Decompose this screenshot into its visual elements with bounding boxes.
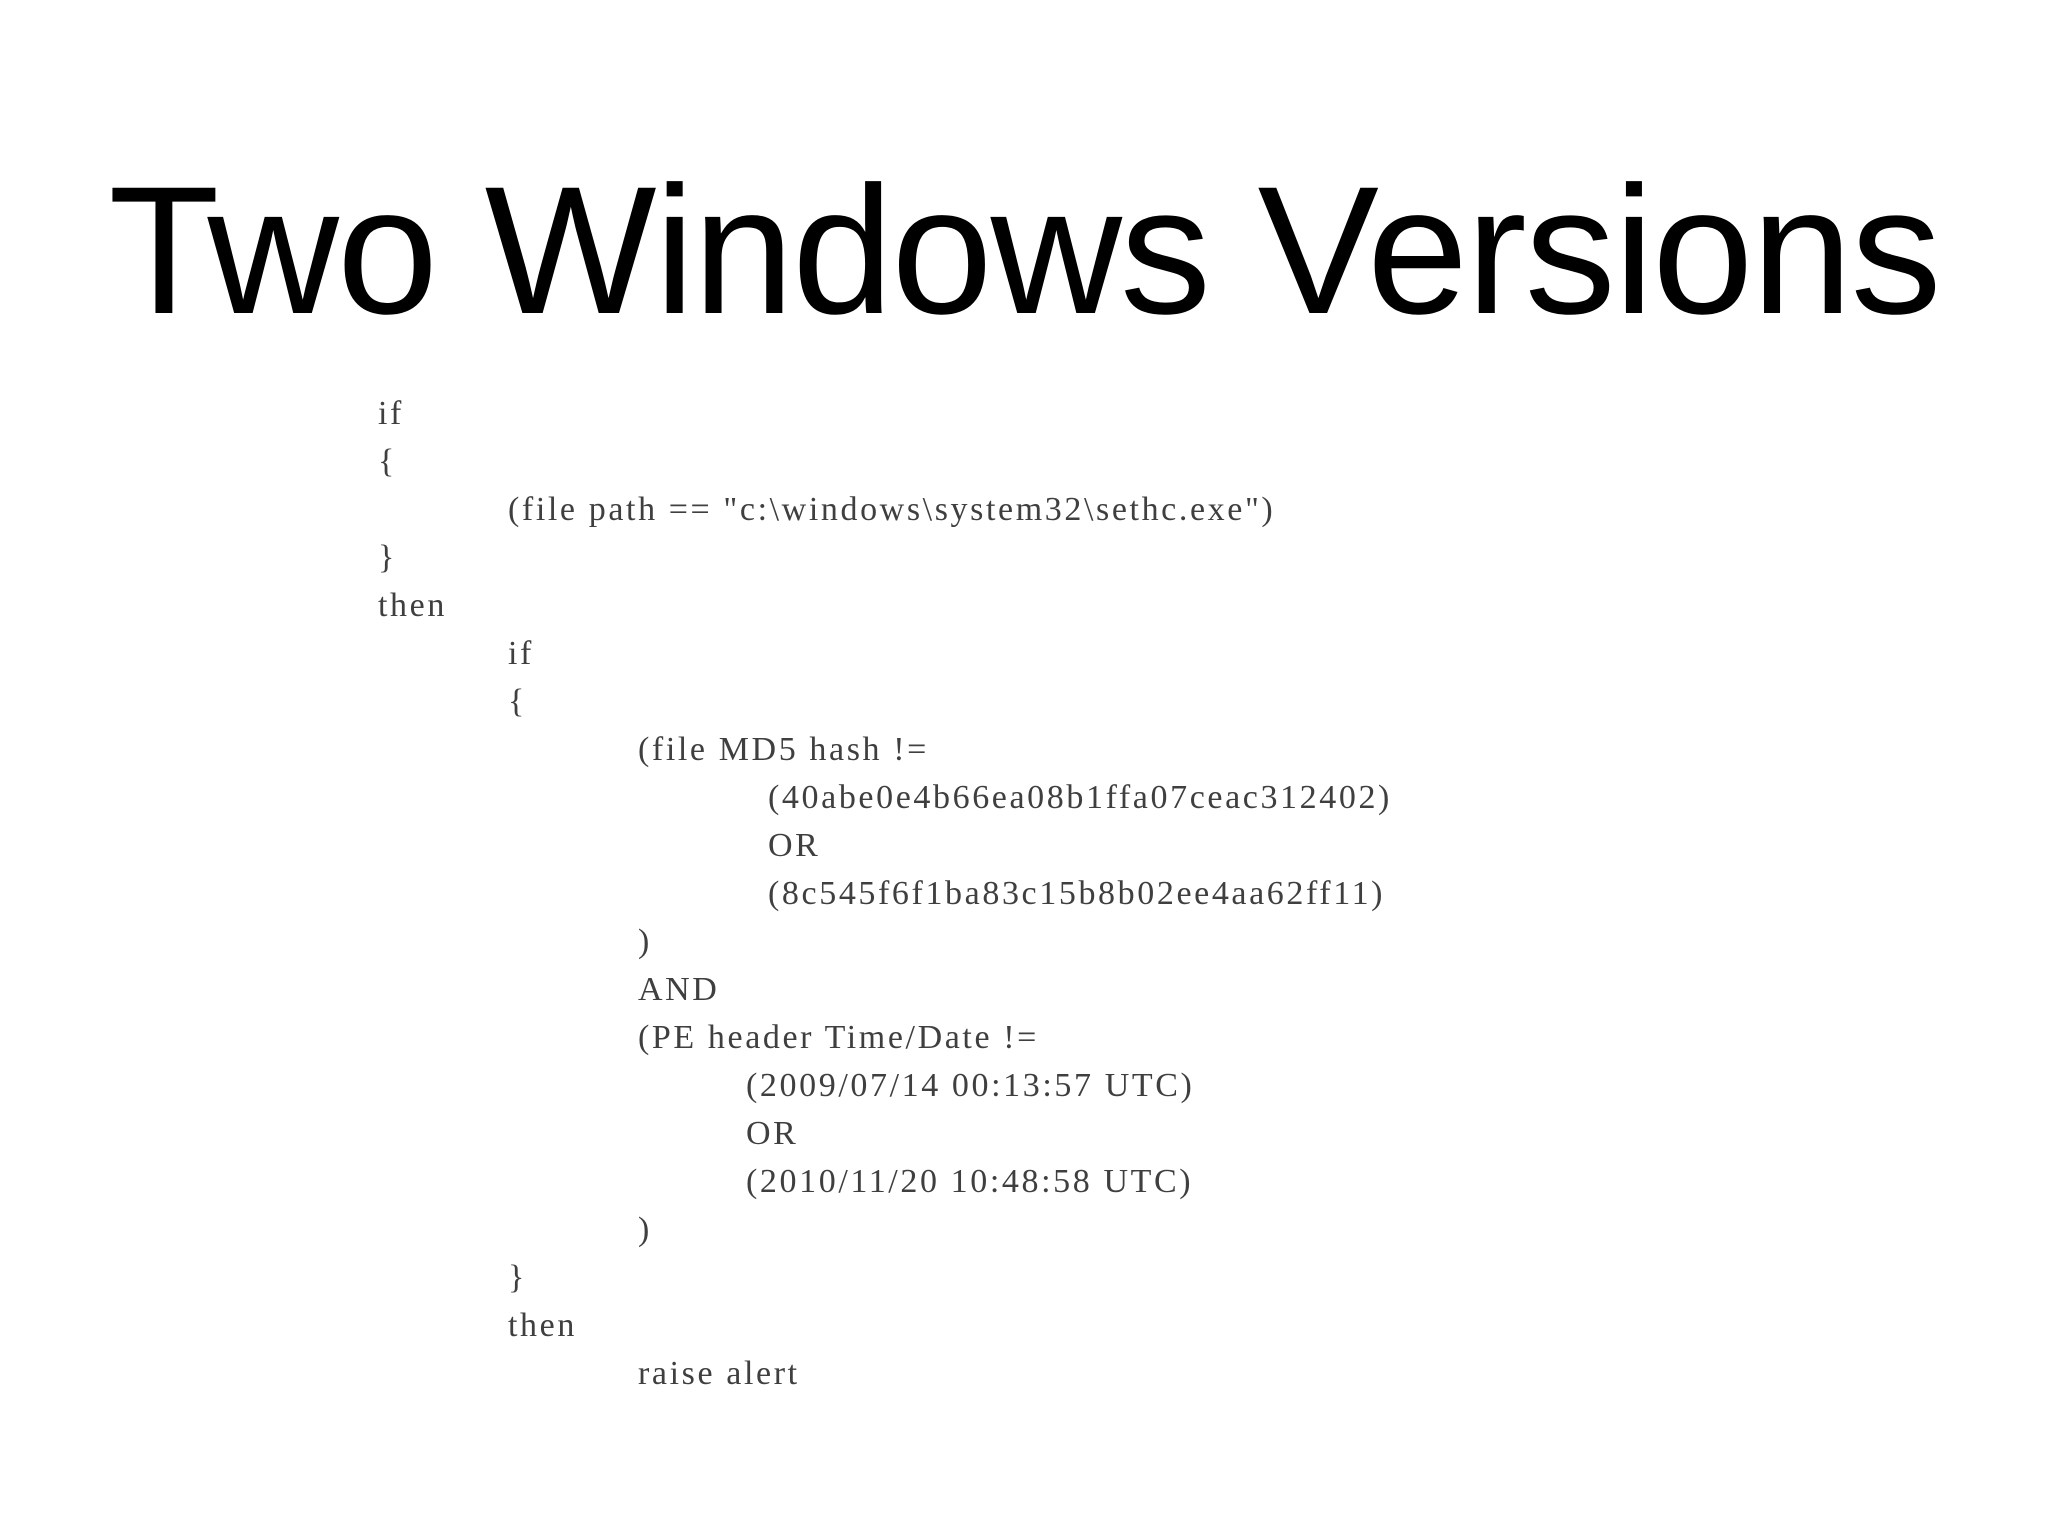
code-line-close-brace: } [378, 539, 397, 576]
code-line-md5-hash-2: (8c545f6f1ba83c15b8b02ee4aa62ff11) [768, 875, 1386, 912]
code-line-raise-alert: raise alert [638, 1355, 800, 1392]
code-line-pe-header-condition: (PE header Time/Date != [638, 1019, 1039, 1056]
slide-title: Two Windows Versions [108, 148, 1941, 352]
code-line-md5-hash-1: (40abe0e4b66ea08b1ffa07ceac312402) [768, 779, 1392, 816]
code-line-and: AND [638, 971, 720, 1008]
code-line-inner-then: then [508, 1307, 577, 1344]
code-line-inner-open-brace: { [508, 683, 527, 720]
code-line-md5-close-paren: ) [638, 923, 652, 960]
code-line-inner-close-brace: } [508, 1259, 527, 1296]
code-line-timestamp-or: OR [746, 1115, 799, 1152]
code-line-md5-or: OR [768, 827, 821, 864]
code-line-timestamp-2: (2010/11/20 10:48:58 UTC) [746, 1163, 1194, 1200]
code-line-then: then [378, 587, 447, 624]
code-line-open-brace: { [378, 443, 397, 480]
code-line-pe-close-paren: ) [638, 1211, 652, 1248]
code-line-file-path: (file path == "c:\windows\system32\sethc… [508, 491, 1276, 528]
code-line-timestamp-1: (2009/07/14 00:13:57 UTC) [746, 1067, 1195, 1104]
code-line-md5-condition: (file MD5 hash != [638, 731, 929, 768]
code-line-inner-if: if [508, 635, 534, 672]
code-line-if: if [378, 395, 404, 432]
pseudocode-block: if { (file path == "c:\windows\system32\… [378, 390, 1678, 1410]
